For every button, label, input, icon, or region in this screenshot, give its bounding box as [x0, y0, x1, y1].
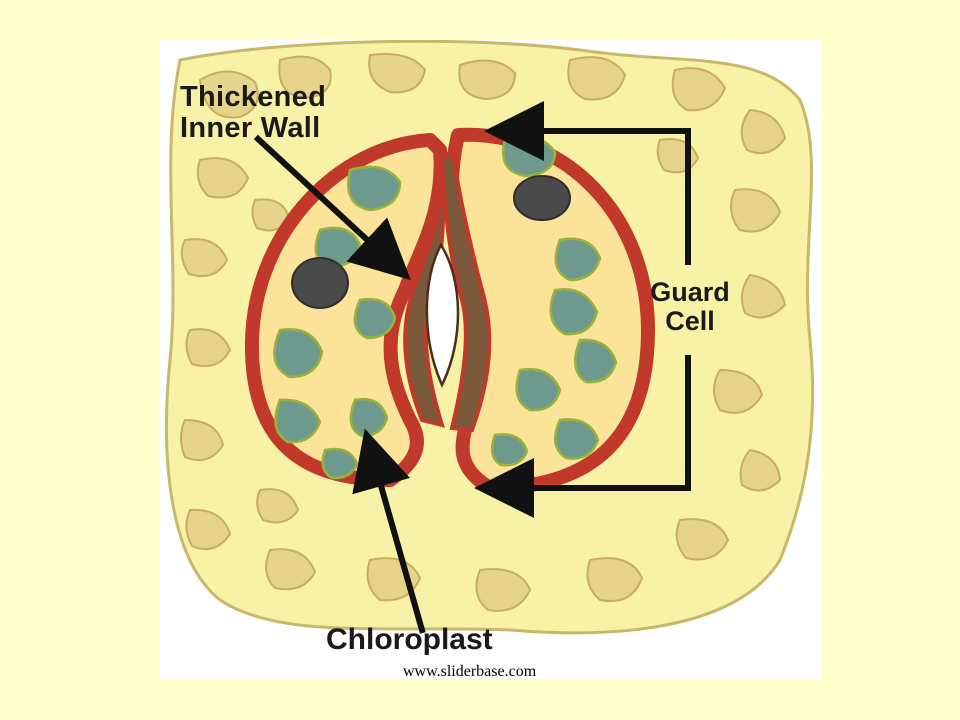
arrow-thickened-wall [253, 134, 411, 281]
pointer-lines [253, 101, 691, 634]
label-thickened-line-1: Thickened [180, 81, 327, 113]
arrow-chloroplast [352, 428, 426, 634]
watermark: www.sliderbase.com [403, 663, 537, 680]
label-guard-cell: Guard Cell [627, 277, 753, 337]
arrow-guard-cell-bottom [474, 355, 691, 518]
stomatal-pore [425, 242, 460, 388]
thickened-inner-wall [403, 145, 492, 433]
stoma-illustration [165, 40, 815, 635]
nucleus-right [513, 175, 571, 221]
label-thickened-line-2: Inner Wall [180, 112, 321, 145]
label-thickened-inner-wall: Thickened Inner Wall [180, 81, 327, 145]
nucleus-left [291, 257, 349, 309]
label-guard-line-2: Cell [665, 306, 715, 337]
stoma-diagram: Thickened Inner Wall Guard Cell Chloropl… [160, 40, 822, 679]
label-guard-line-1: Guard [650, 277, 730, 307]
arrow-guard-cell-top [484, 101, 691, 265]
label-chloroplast: Chloroplast [326, 623, 493, 656]
